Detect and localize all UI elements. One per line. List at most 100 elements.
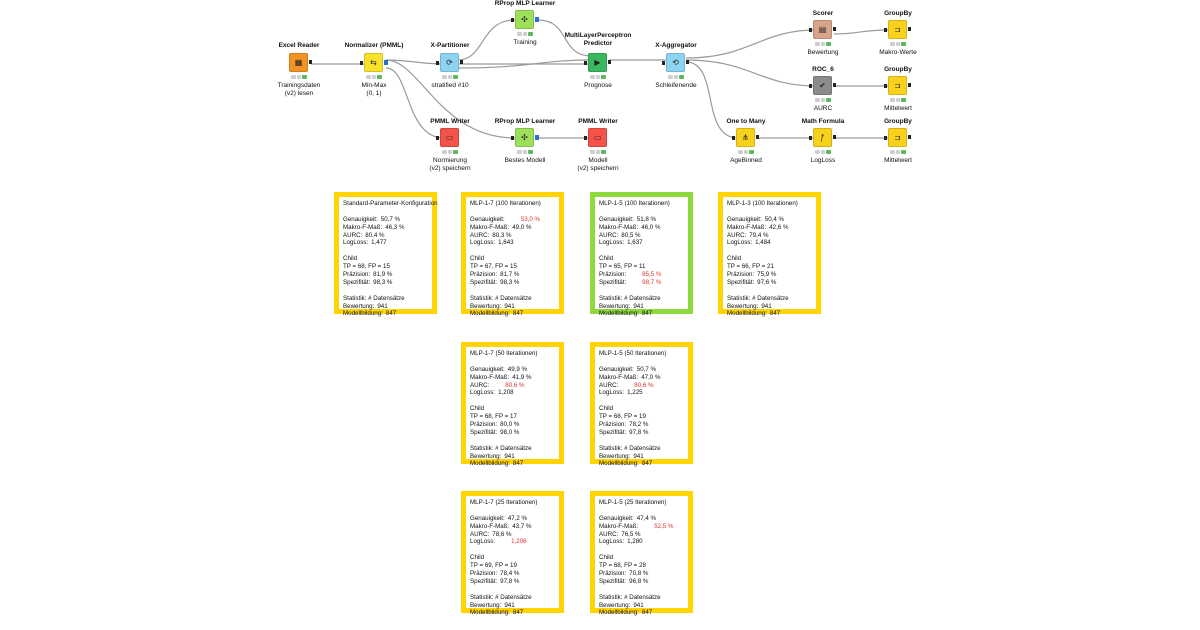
input-port[interactable] <box>809 136 812 140</box>
groupby-icon[interactable]: ⊐ <box>888 76 907 95</box>
excel-reader-icon[interactable]: ▦ <box>289 53 308 72</box>
annotation-mlp15-100[interactable]: MLP-1-5 (100 Iterationen)Genauigkeit:51,… <box>590 192 693 317</box>
annotation-mlp15-50[interactable]: MLP-1-5 (50 Iterationen)Genauigkeit:50,7… <box>590 342 693 467</box>
input-port[interactable] <box>511 136 514 140</box>
output-port[interactable] <box>833 27 836 31</box>
input-port[interactable] <box>884 84 887 88</box>
output-port[interactable] <box>908 83 911 87</box>
metric-label: Modellbildung: <box>470 310 510 318</box>
input-port[interactable] <box>809 28 812 32</box>
metric-row: Makro-F-Maß:46,3 % <box>343 224 428 232</box>
input-port[interactable] <box>360 61 363 65</box>
metric-row: Makro-F-Maß:52,5 % <box>599 523 684 531</box>
metric-row: Makro-F-Maß:41,9 % <box>470 374 555 382</box>
one-to-many-icon[interactable]: ⋔ <box>736 128 755 147</box>
metric-label: Spezifität: <box>599 577 627 585</box>
output-port[interactable] <box>535 17 539 22</box>
input-port[interactable] <box>884 28 887 32</box>
output-port[interactable] <box>460 60 463 64</box>
node-label[interactable]: Schleifenende <box>655 82 697 89</box>
child-metric-row: Präzision:80,0 % <box>470 421 555 429</box>
neural-net-icon[interactable]: ✣ <box>515 10 534 29</box>
input-port[interactable] <box>732 136 735 140</box>
input-port[interactable] <box>511 18 514 22</box>
input-port[interactable] <box>584 136 587 140</box>
groupby-icon[interactable]: ⊐ <box>888 128 907 147</box>
annotation-mlp17-100[interactable]: MLP-1-7 (100 Iterationen)Genauigkeit:53,… <box>461 192 564 317</box>
input-port[interactable] <box>584 61 587 65</box>
node-label[interactable]: Bewertung <box>807 49 839 56</box>
node-title: GroupBy <box>884 10 912 17</box>
output-port[interactable] <box>309 60 312 64</box>
loop-end-icon[interactable]: ⟲ <box>666 53 685 72</box>
output-port[interactable] <box>908 27 911 31</box>
node-label[interactable]: AURC <box>813 105 833 112</box>
metric-value: 941 <box>377 302 388 310</box>
node-label[interactable]: Prognose <box>584 82 612 89</box>
output-port[interactable] <box>833 83 836 87</box>
output-port[interactable] <box>756 135 759 139</box>
node-label[interactable]: AgeBinned <box>730 157 762 164</box>
metric-label: Makro-F-Maß: <box>599 223 639 231</box>
pmml-writer-icon[interactable]: ▭ <box>440 128 459 147</box>
input-port[interactable] <box>662 61 665 65</box>
metric-label: AURC: <box>470 231 490 239</box>
neural-net-icon[interactable]: ✣ <box>515 128 534 147</box>
metric-label: Spezifität: <box>599 428 627 436</box>
node-label[interactable]: Mittelwert <box>884 157 912 164</box>
metric-label: Präzision: <box>599 421 627 429</box>
statistik-heading: Statistik: # Datensätze <box>470 294 532 302</box>
metric-label: Genauigkeit: <box>599 365 634 373</box>
input-port[interactable] <box>436 136 439 140</box>
child-tp-fp: TP = 68, FP = 15 <box>343 263 390 271</box>
node-label[interactable]: Training <box>513 39 537 46</box>
output-port[interactable] <box>384 60 388 65</box>
input-port[interactable] <box>809 84 812 88</box>
annotation-mlp17-50[interactable]: MLP-1-7 (50 Iterationen)Genauigkeit:49,9… <box>461 342 564 467</box>
output-port[interactable] <box>608 60 611 64</box>
predictor-icon[interactable]: ▶ <box>588 53 607 72</box>
math-formula-icon[interactable]: ƒ <box>813 128 832 147</box>
child-heading: Child <box>599 405 614 413</box>
metric-value: 847 <box>641 310 653 318</box>
roc-icon[interactable]: ✔ <box>813 76 832 95</box>
input-port[interactable] <box>884 136 887 140</box>
annotation-mlp15-25[interactable]: MLP-1-5 (25 Iterationen)Genauigkeit:47,4… <box>590 491 693 616</box>
node-label[interactable]: stratified #10 <box>431 82 469 89</box>
normalizer-icon[interactable]: ⇆ <box>364 53 383 72</box>
metric-label: Makro-F-Maß: <box>727 223 767 231</box>
annotation-mlp13-100[interactable]: MLP-1-3 (100 Iterationen)Genauigkeit:50,… <box>718 192 821 317</box>
pmml-writer-icon[interactable]: ▭ <box>588 128 607 147</box>
node-label[interactable]: Trainingsdaten (v2) lesen <box>277 82 321 97</box>
annotation-mlp17-25[interactable]: MLP-1-7 (25 Iterationen)Genauigkeit:47,2… <box>461 491 564 616</box>
node-label[interactable]: Modell (v2) speichern <box>577 157 619 172</box>
node-label[interactable]: Mittelwert <box>884 105 912 112</box>
output-port[interactable] <box>833 135 836 139</box>
loop-start-icon[interactable]: ⟳ <box>440 53 459 72</box>
node-title: Normalizer (PMML) <box>344 42 404 49</box>
metric-label: Modellbildung: <box>470 609 510 617</box>
input-port[interactable] <box>436 61 439 65</box>
scorer-icon[interactable]: ▤ <box>813 20 832 39</box>
output-port[interactable] <box>686 60 689 64</box>
child-metric-row: Spezifität:98,3 % <box>343 279 428 287</box>
node-label[interactable]: Normierung (v2) speichern <box>429 157 471 172</box>
output-port[interactable] <box>535 135 539 140</box>
metric-label: LogLoss: <box>599 389 625 397</box>
groupby-icon[interactable]: ⊐ <box>888 20 907 39</box>
node-label[interactable]: Makro-Werte <box>879 49 917 56</box>
metric-value: 76,5 % <box>621 530 641 538</box>
node-status-indicator <box>815 150 832 154</box>
metric-value: 81,9 % <box>373 271 393 279</box>
statistik-heading: Statistik: # Datensätze <box>343 294 405 302</box>
node-label[interactable]: Min-Max (0, 1) <box>361 82 387 97</box>
annotation-title: MLP-1-7 (50 Iterationen) <box>470 350 538 357</box>
output-port[interactable] <box>908 135 911 139</box>
node-label[interactable]: Bestes Modell <box>504 157 546 164</box>
metric-label: Spezifität: <box>599 278 627 286</box>
node-label[interactable]: LogLoss <box>810 157 836 164</box>
metric-value: 941 <box>761 302 772 310</box>
child-metric-row: Spezifität:97,6 % <box>727 279 812 287</box>
metric-label: LogLoss: <box>599 538 625 546</box>
